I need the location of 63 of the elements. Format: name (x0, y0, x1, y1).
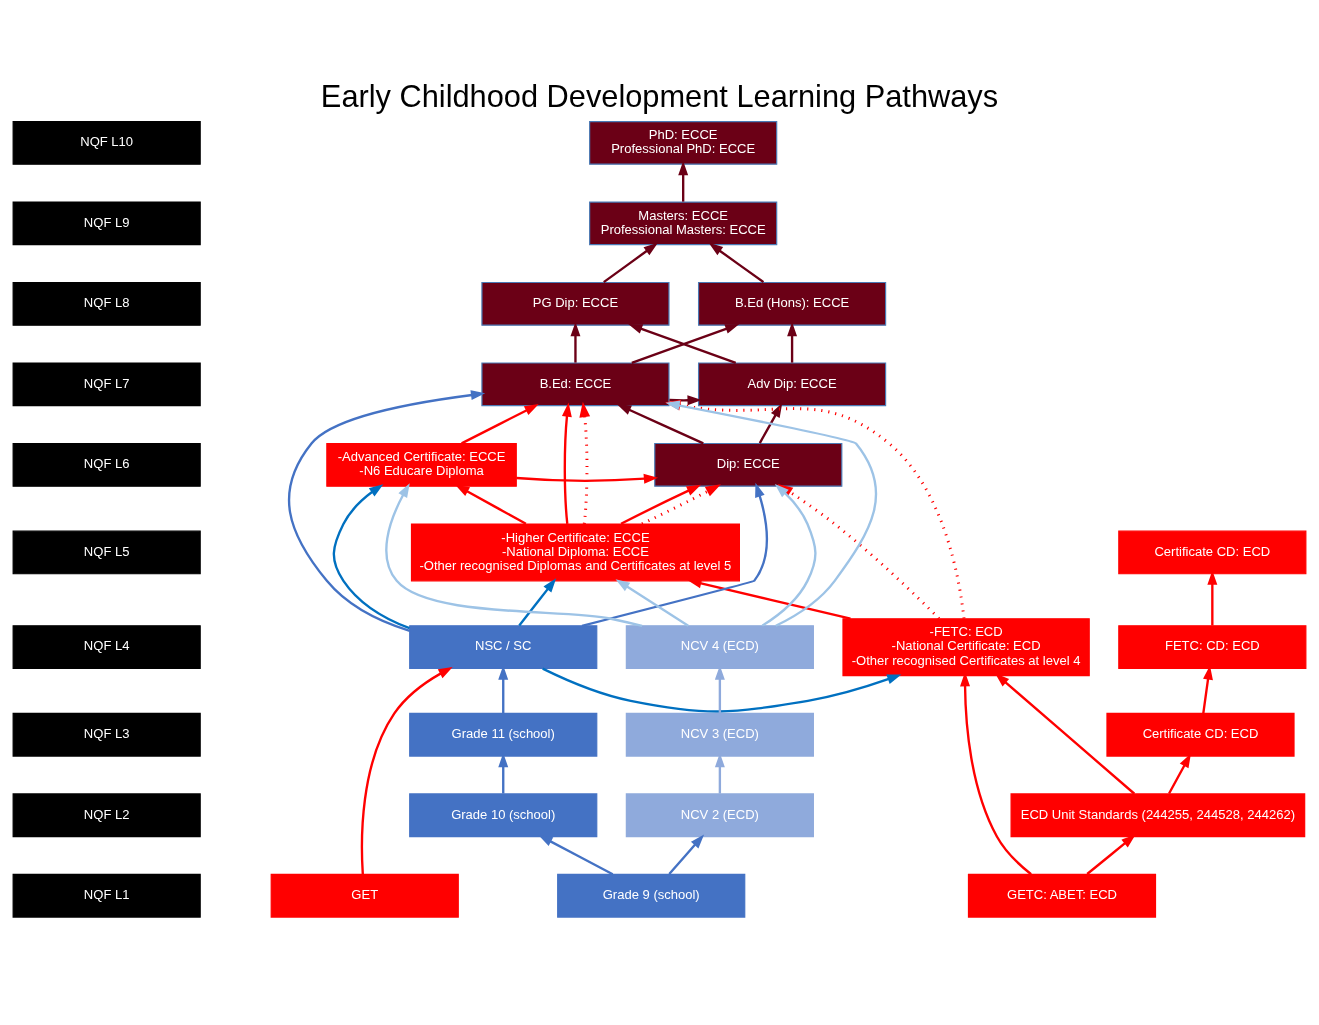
arrow (641, 483, 721, 525)
arrow (616, 403, 704, 444)
node-box: NCV 3 (ECD) (625, 712, 814, 757)
node-box: PhD: ECCE Professional PhD: ECCE (589, 120, 778, 165)
node-box: Certificate CD: ECD (1106, 712, 1295, 757)
arrow (360, 666, 453, 874)
node-box: ECD Unit Standards (244255, 244528, 244262) (1010, 792, 1306, 837)
arrow (687, 577, 851, 620)
arrow (579, 401, 591, 524)
node-box: B.Ed (Hons): ECCE (698, 281, 887, 326)
arrow (332, 483, 410, 629)
node-box: NQF L6 (12, 442, 201, 487)
arrow (620, 484, 702, 525)
arrow (538, 834, 614, 875)
diagram-title: Early Childhood Development Learning Pathways (320, 78, 999, 114)
arrow (758, 402, 783, 444)
arrow (561, 402, 572, 524)
node-box: NCV 4 (ECD) (625, 624, 814, 669)
node-box: NQF L9 (12, 200, 201, 245)
arrow (542, 667, 902, 713)
arrow (603, 242, 658, 283)
node-box: -Higher Certificate: ECCE -National Diploma: ECCE -Other recognised Diplomas and Certificates at level 5 (410, 522, 740, 581)
node-box: -FETC: ECD -National Certificate: ECD -Other recognised Certificates at level 4 (842, 617, 1090, 676)
arrow (570, 321, 581, 363)
arrow (615, 578, 689, 627)
node-box: NQF L5 (12, 530, 201, 574)
node-box: NCV 2 (ECD) (625, 792, 814, 837)
arrow (581, 482, 768, 627)
node-box: PG Dip: ECCE (481, 281, 670, 326)
arrow (787, 321, 798, 363)
node-box: Masters: ECCE Professional Masters: ECCE (589, 200, 778, 245)
node-box: Grade 9 (school) (557, 873, 746, 918)
arrow (518, 577, 557, 626)
node-box: NQF L10 (12, 120, 201, 165)
arrow (461, 403, 539, 444)
arrow (708, 242, 765, 283)
node-box: -Advanced Certificate: ECCE -N6 Educare Diploma (326, 442, 517, 487)
node-box: Grade 11 (school) (409, 712, 598, 757)
node-box: GET (270, 873, 459, 918)
arrow (665, 400, 878, 627)
node-box: NQF L1 (12, 873, 201, 918)
arrow (516, 473, 659, 484)
arrow (665, 399, 966, 619)
node-box: GETC: ABET: ECD (967, 873, 1157, 918)
node-box: Adv Dip: ECCE (698, 361, 887, 406)
node-box: FETC: CD: ECD (1118, 624, 1307, 669)
node-box: NQF L2 (12, 792, 201, 837)
arrow (1086, 834, 1136, 875)
node-box: NQF L7 (12, 361, 201, 406)
node-box: NQF L8 (12, 281, 201, 326)
node-box: NQF L4 (12, 624, 201, 669)
node-box: B.Ed: ECCE (481, 361, 670, 406)
arrow (678, 160, 689, 202)
arrow (668, 833, 705, 875)
arrow (288, 389, 486, 632)
arrow (669, 394, 702, 405)
node-box: NSC / SC (409, 624, 598, 669)
node-box: Dip: ECCE (654, 442, 843, 487)
arrow (455, 484, 527, 525)
node-box: Grade 10 (school) (409, 792, 598, 837)
node-box: Certificate CD: ECD (1118, 530, 1307, 574)
arrow (385, 482, 643, 627)
node-box: NQF L3 (12, 712, 201, 757)
